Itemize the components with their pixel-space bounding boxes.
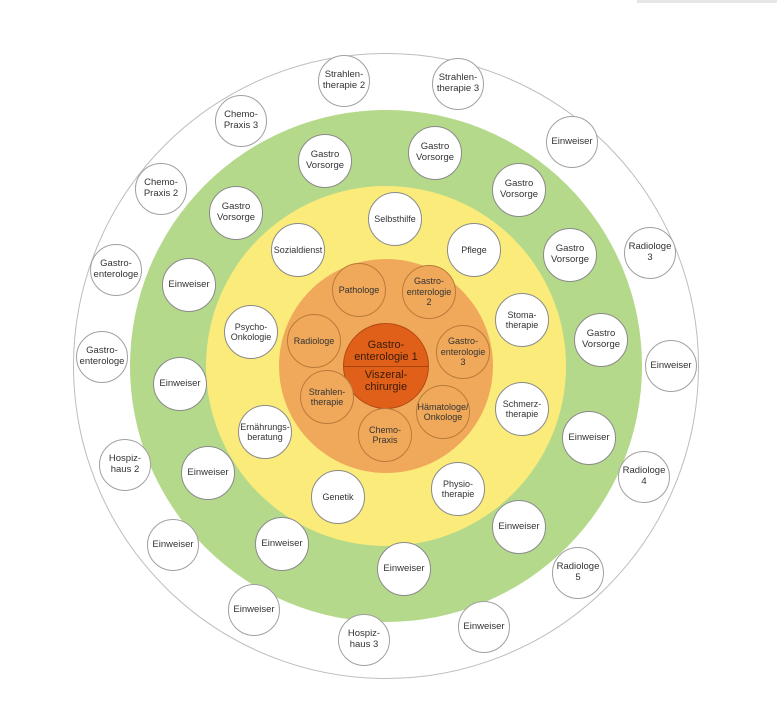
green-node: Gastro Vorsorge <box>298 134 352 188</box>
orange-node: Gastro- enterologie 3 <box>436 325 490 379</box>
yellow-node: Ernährungs- beratung <box>238 405 292 459</box>
green-node: Gastro Vorsorge <box>574 313 628 367</box>
green-node: Einweiser <box>255 517 309 571</box>
green-node: Gastro Vorsorge <box>408 126 462 180</box>
orange-node: Strahlen- therapie <box>300 370 354 424</box>
yellow-node: Selbsthilfe <box>368 192 422 246</box>
yellow-node: Psycho- Onkologie <box>224 305 278 359</box>
yellow-node: Stoma- therapie <box>495 293 549 347</box>
outer-node: Einweiser <box>645 340 697 392</box>
green-node: Einweiser <box>492 500 546 554</box>
outer-node: Radiologe 5 <box>552 547 604 599</box>
green-node: Einweiser <box>153 357 207 411</box>
core-bottom-label: Viszeral- chirurgie <box>364 368 408 393</box>
yellow-node: Sozialdienst <box>271 223 325 277</box>
green-node: Einweiser <box>181 446 235 500</box>
outer-node: Chemo- Praxis 2 <box>135 163 187 215</box>
outer-node: Chemo- Praxis 3 <box>215 95 267 147</box>
green-node: Einweiser <box>377 542 431 596</box>
outer-node: Gastro- enterologe <box>90 244 142 296</box>
yellow-node: Physio- therapie <box>431 462 485 516</box>
green-node: Gastro Vorsorge <box>543 228 597 282</box>
outer-node: Strahlen- therapie 3 <box>432 58 484 110</box>
core-circle: Gastro- enterologie 1 Viszeral- chirurgi… <box>343 323 429 409</box>
yellow-node: Genetik <box>311 470 365 524</box>
green-node: Gastro Vorsorge <box>492 163 546 217</box>
outer-node: Radiologe 4 <box>618 451 670 503</box>
orange-node: Pathologe <box>332 263 386 317</box>
orange-node: Chemo- Praxis <box>358 408 412 462</box>
outer-node: Strahlen- therapie 2 <box>318 55 370 107</box>
core-divider <box>344 365 428 367</box>
outer-node: Hospiz- haus 3 <box>338 614 390 666</box>
yellow-node: Schmerz- therapie <box>495 382 549 436</box>
outer-node: Einweiser <box>228 584 280 636</box>
green-node: Einweiser <box>162 258 216 312</box>
orange-node: Hämatologe/ Onkologe <box>416 385 470 439</box>
outer-node: Einweiser <box>458 601 510 653</box>
outer-node: Einweiser <box>546 116 598 168</box>
outer-node: Hospiz- haus 2 <box>99 439 151 491</box>
green-node: Einweiser <box>562 411 616 465</box>
outer-node: Einweiser <box>147 519 199 571</box>
top-scrollbar-hint <box>637 0 777 3</box>
orange-node: Radiologe <box>287 314 341 368</box>
outer-node: Radiologe 3 <box>624 227 676 279</box>
outer-node: Gastro- enterologe <box>76 331 128 383</box>
green-node: Gastro Vorsorge <box>209 186 263 240</box>
yellow-node: Pflege <box>447 223 501 277</box>
orange-node: Gastro- enterologie 2 <box>402 265 456 319</box>
core-top-label: Gastro- enterologie 1 <box>354 339 418 364</box>
